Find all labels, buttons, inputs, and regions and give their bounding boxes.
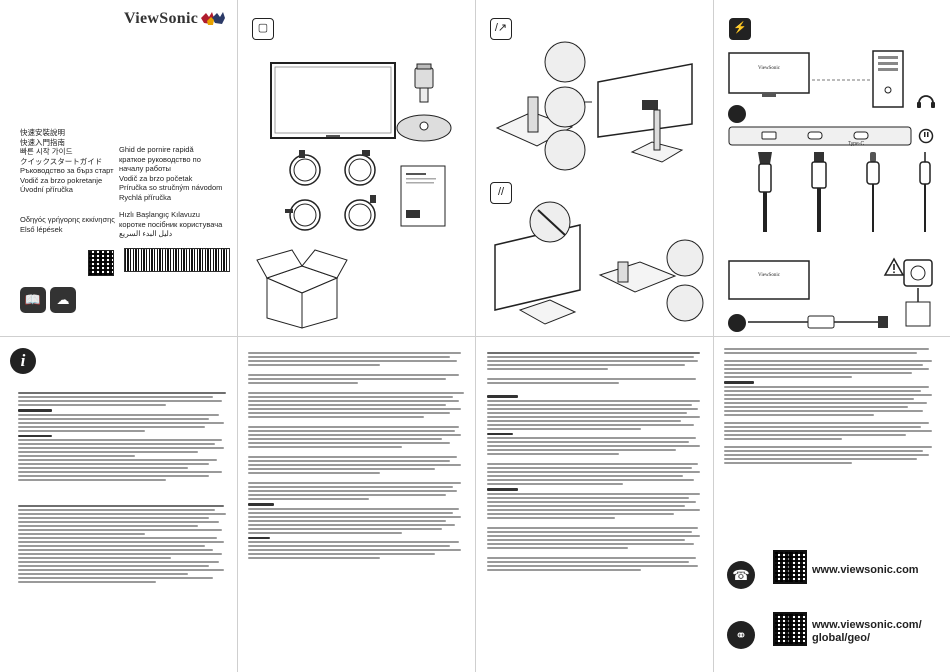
- monitor-front-illustration: [270, 62, 396, 139]
- text-column-4: [724, 348, 938, 466]
- title-line: クイックスタートガイド: [20, 156, 103, 166]
- headset-support-icon: ☎: [727, 561, 755, 589]
- step-one-marker-icon: [728, 105, 746, 123]
- pc-tower-illustration: [872, 50, 904, 108]
- cover-titles-left: 快速安裝說明 快速入門指南 빠른 시작 가이드 クイックスタートガイド Ръко…: [20, 128, 114, 195]
- title-line: 快速安裝說明: [20, 128, 65, 137]
- printed-docs-illustration: [400, 165, 446, 227]
- headphones-icon: [917, 95, 935, 108]
- step-two-marker-icon: [728, 314, 746, 332]
- title-line: Vodič za brzo početak: [119, 173, 193, 183]
- title-line: Hızlı Başlangıç Kılavuzu: [119, 210, 200, 219]
- audio-cable-illustration: [285, 199, 321, 231]
- url-main[interactable]: www.viewsonic.com: [812, 564, 919, 576]
- cable-hdmi: [758, 152, 772, 232]
- title-line: Príručka so stručným návodom: [119, 183, 223, 192]
- globe-icon: ⚭: [727, 621, 755, 649]
- svg-text:ViewSonic: ViewSonic: [758, 66, 781, 71]
- stand-assembly-illustration: [495, 41, 693, 171]
- qr-code-global: [773, 612, 807, 646]
- cover-titles-left-2: Οδηγός γρήγορης εκκίνησης Első lépések: [20, 215, 115, 234]
- wall-mount-illustration: [494, 201, 704, 325]
- svg-text:ViewSonic: ViewSonic: [758, 273, 781, 278]
- title-line: Ghid de pornire rapidă: [119, 145, 194, 154]
- typec-port-label: Type-C: [848, 141, 865, 147]
- shipping-box-illustration: [256, 249, 348, 329]
- qr-code: [88, 250, 114, 276]
- title-line: Ръководство за бърз старт: [20, 166, 114, 175]
- title-line: Rychlá příručka: [119, 192, 172, 202]
- title-line: Első lépések: [20, 224, 63, 234]
- title-line: краткое руководство по: [119, 154, 201, 164]
- port-strip-illustration: [728, 126, 912, 146]
- power-plug-step-icon: ⚡: [729, 18, 751, 40]
- power-cable-route: [748, 288, 931, 329]
- box-contents-icon: ▢: [252, 18, 274, 40]
- power-cable-illustration: [289, 150, 321, 186]
- title-line: 빠른 시작 가이드: [20, 147, 73, 156]
- cloud-download-icon: ☁: [50, 287, 76, 313]
- cover-titles-right: Ghid de pornire rapidă краткое руководст…: [119, 145, 222, 202]
- cable-audio: [919, 152, 931, 232]
- hdmi-cable-illustration: [344, 150, 376, 186]
- warning-triangle-icon: [883, 257, 905, 276]
- stand-neck-illustration: [414, 63, 434, 103]
- title-line: 快速入門指南: [20, 137, 65, 147]
- info-icon: i: [10, 348, 36, 374]
- title-line: Οδηγός γρήγορης εκκίνησης: [20, 215, 115, 224]
- cable-typec: [866, 152, 880, 232]
- dashed-connection-arrow: [812, 79, 870, 81]
- text-column-3: [487, 352, 707, 573]
- manual-book-icon: 📖: [20, 287, 46, 313]
- fold-line-horizontal: [0, 336, 950, 337]
- wall-mount-step-icon: //: [490, 182, 512, 204]
- text-column-2: [248, 352, 468, 561]
- birds-logo-icon: [201, 12, 225, 25]
- power-plug-outlet-icon: [903, 259, 933, 287]
- monitor-back-illustration: ViewSonic: [728, 52, 810, 97]
- qr-code-support: [773, 550, 807, 584]
- title-line: Vodič za brzo pokretanje: [20, 175, 103, 185]
- title-line: коротке посібник користувача: [119, 219, 223, 229]
- monitor-power-illustration: ViewSonic: [728, 260, 810, 300]
- power-port-icon: [918, 128, 934, 144]
- url-geo-line-2[interactable]: global/geo/: [812, 632, 871, 644]
- assembly-step-icon: /↗: [490, 18, 512, 40]
- cable-displayport: [811, 152, 827, 232]
- cover-titles-right-2: Hızlı Başlangıç Kılavuzu коротке посібни…: [119, 210, 222, 239]
- brand-logo: ViewSonic: [124, 10, 199, 27]
- text-column-1: [18, 392, 230, 585]
- title-line: началу работы: [119, 164, 171, 173]
- title-line: دليل البدء السريع: [119, 229, 173, 238]
- title-line: Úvodní příručka: [20, 185, 73, 194]
- stand-base-illustration: [396, 114, 452, 142]
- barcode: [124, 248, 230, 272]
- url-geo-line-1[interactable]: www.viewsonic.com/: [812, 619, 922, 631]
- typec-cable-illustration: [344, 195, 376, 231]
